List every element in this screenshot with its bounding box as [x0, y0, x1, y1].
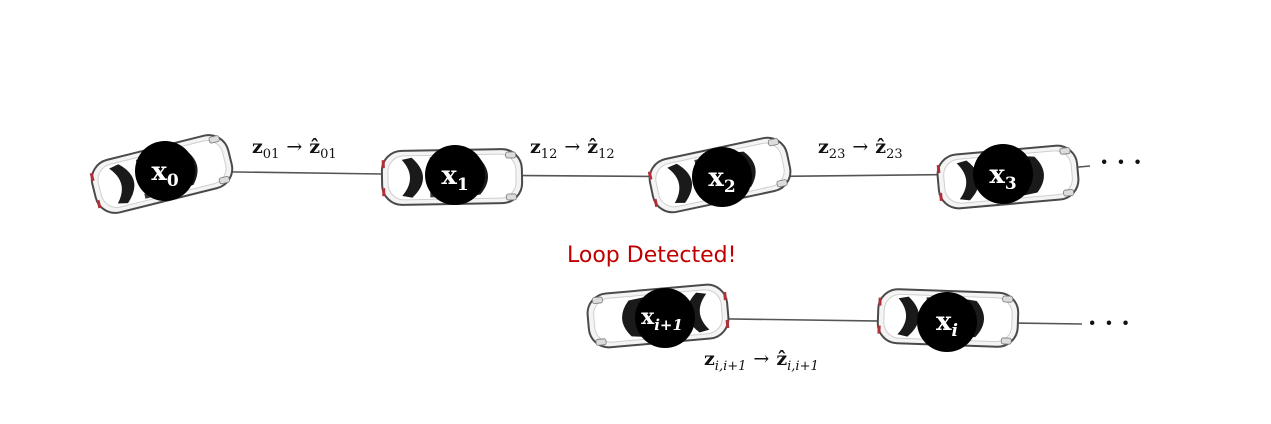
svg-text:x3: x3 [989, 160, 1016, 194]
ellipsis-bottom: · · · [1088, 308, 1130, 337]
edge-label-i-i1: zi,i+1→ẑi,i+1 [704, 348, 819, 374]
loop-detected-label: Loop Detected! [567, 243, 736, 268]
node-x2: x2 [692, 147, 752, 207]
ellipsis-top: · · · [1100, 147, 1142, 176]
node-xi: xi [917, 292, 977, 352]
svg-text:xi+1: xi+1 [641, 304, 683, 334]
node-x3: x3 [973, 144, 1033, 204]
edge-label-23: z23→ẑ23 [818, 136, 903, 162]
svg-text:x2: x2 [708, 163, 735, 197]
node-x1: x1 [425, 145, 485, 205]
svg-text:x1: x1 [441, 161, 468, 195]
node-x0: x0 [135, 141, 195, 201]
node-xi1: xi+1 [635, 288, 695, 348]
edge-label-12: z12→ẑ12 [530, 136, 615, 162]
svg-text:xi: xi [936, 307, 958, 341]
svg-text:x0: x0 [151, 157, 179, 191]
edge-label-01: z01→ẑ01 [252, 136, 337, 162]
